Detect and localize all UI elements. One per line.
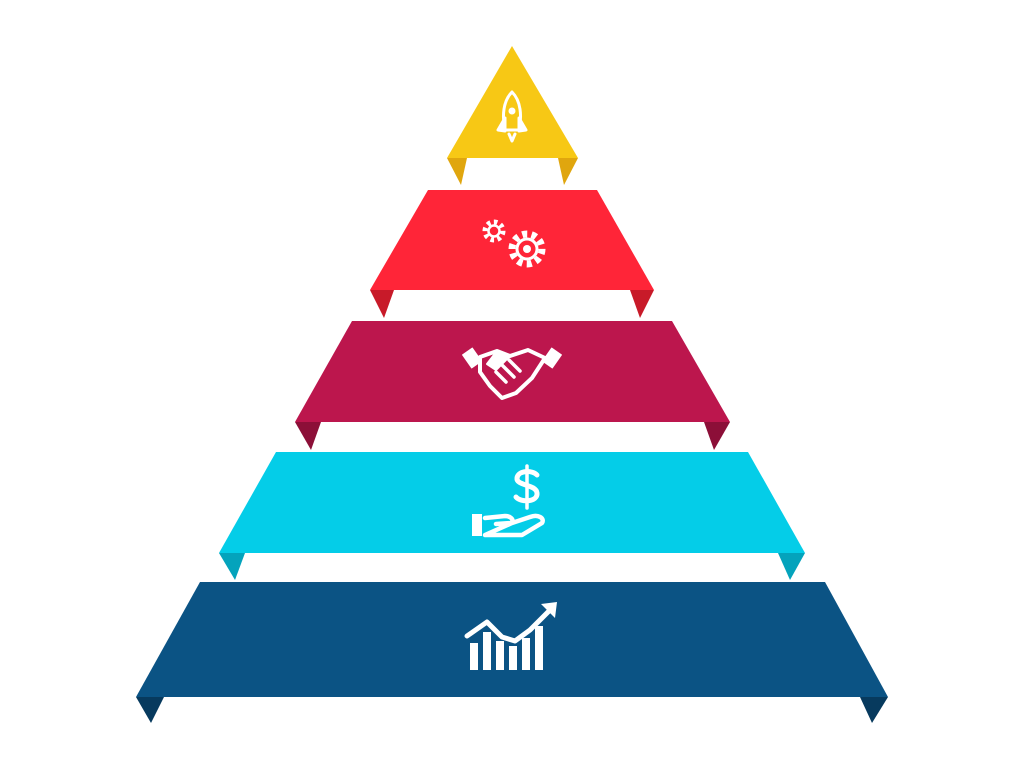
tier-1-fold-right	[860, 697, 888, 723]
tier-5-fold-left	[447, 158, 467, 185]
pyramid-tier-4	[370, 190, 654, 318]
pyramid-tier-5	[447, 46, 578, 185]
handshake-icon	[461, 347, 563, 400]
tier-5-band	[447, 46, 578, 158]
tier-4-fold-left	[370, 290, 394, 318]
gears-icon	[482, 219, 546, 268]
tier-3-fold-left	[295, 422, 321, 450]
tier-5-fold-right	[558, 158, 578, 185]
tier-2-band	[219, 452, 805, 553]
money-hand-icon	[472, 464, 545, 538]
tier-2-fold-left	[219, 553, 245, 580]
pyramid-tier-3	[295, 321, 730, 450]
tier-4-fold-right	[630, 290, 654, 318]
pyramid-tier-1	[136, 582, 888, 723]
tier-1-fold-left	[136, 697, 164, 723]
tier-4-band	[370, 190, 654, 290]
rocket-icon	[496, 90, 528, 143]
tier-3-fold-right	[704, 422, 730, 450]
growth-chart-icon	[464, 602, 557, 670]
tier-3-band	[295, 321, 730, 422]
pyramid-tier-2	[219, 452, 805, 580]
tier-2-fold-right	[778, 553, 805, 580]
